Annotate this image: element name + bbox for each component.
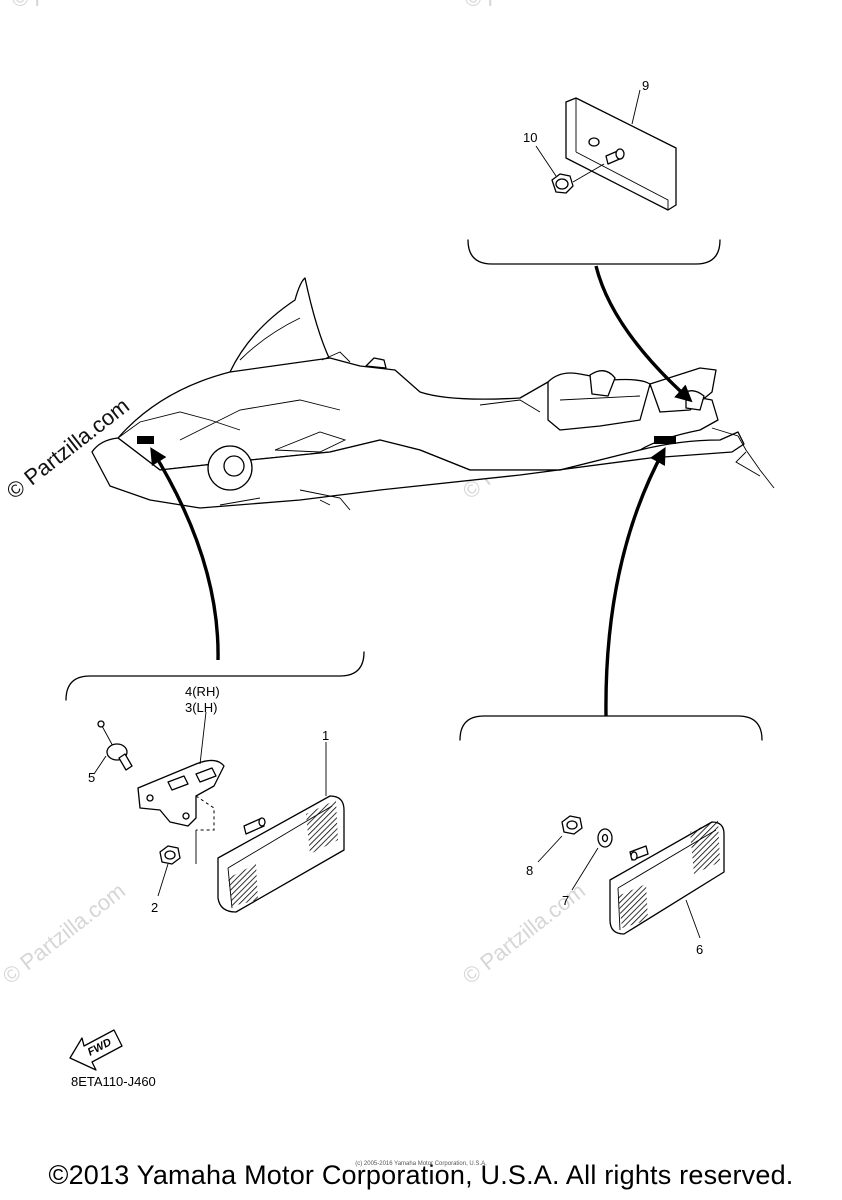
callout-5: 5: [88, 770, 95, 785]
detail-bracket-left: [65, 651, 365, 701]
callout-6: 6: [696, 942, 703, 957]
front-reflector-detail: 1 2 4(RH) 3(LH) 5: [65, 651, 365, 915]
callout-9: 9: [642, 78, 649, 93]
callout-3: 3(LH): [185, 700, 218, 715]
fwd-arrow-icon: FWD: [69, 1029, 123, 1071]
callout-10: 10: [523, 130, 537, 145]
callout-8: 8: [526, 863, 533, 878]
watermark-corner-top-right: © P: [465, 0, 502, 11]
front-reflector-location: [137, 436, 154, 444]
location-arrows: [150, 265, 693, 717]
callout-2: 2: [151, 900, 158, 915]
callout-1: 1: [322, 728, 329, 743]
rear-plate-detail: 9 10: [467, 78, 721, 265]
small-copyright: (c) 2005-2016 Yamaha Motor Corporation, …: [355, 1161, 487, 1167]
detail-bracket-top: [467, 239, 721, 265]
rear-reflector-detail: 8 7 6: [459, 715, 763, 957]
detail-bracket-right: [459, 715, 763, 741]
watermark-lower-left: © Partzilla.com: [0, 878, 130, 989]
snowmobile-outline: [91, 277, 775, 511]
callout-7: 7: [562, 893, 569, 908]
copyright-notice: ©2013 Yamaha Motor Corporation, U.S.A. A…: [48, 1160, 794, 1190]
diagram-code: 8ETA110-J460: [71, 1074, 156, 1089]
rear-reflector-location: [654, 436, 676, 444]
watermark-lower-right: © Partzilla.com: [458, 878, 590, 989]
watermark-corner-top-left: © P: [12, 0, 49, 11]
callout-4: 4(RH): [185, 684, 220, 699]
